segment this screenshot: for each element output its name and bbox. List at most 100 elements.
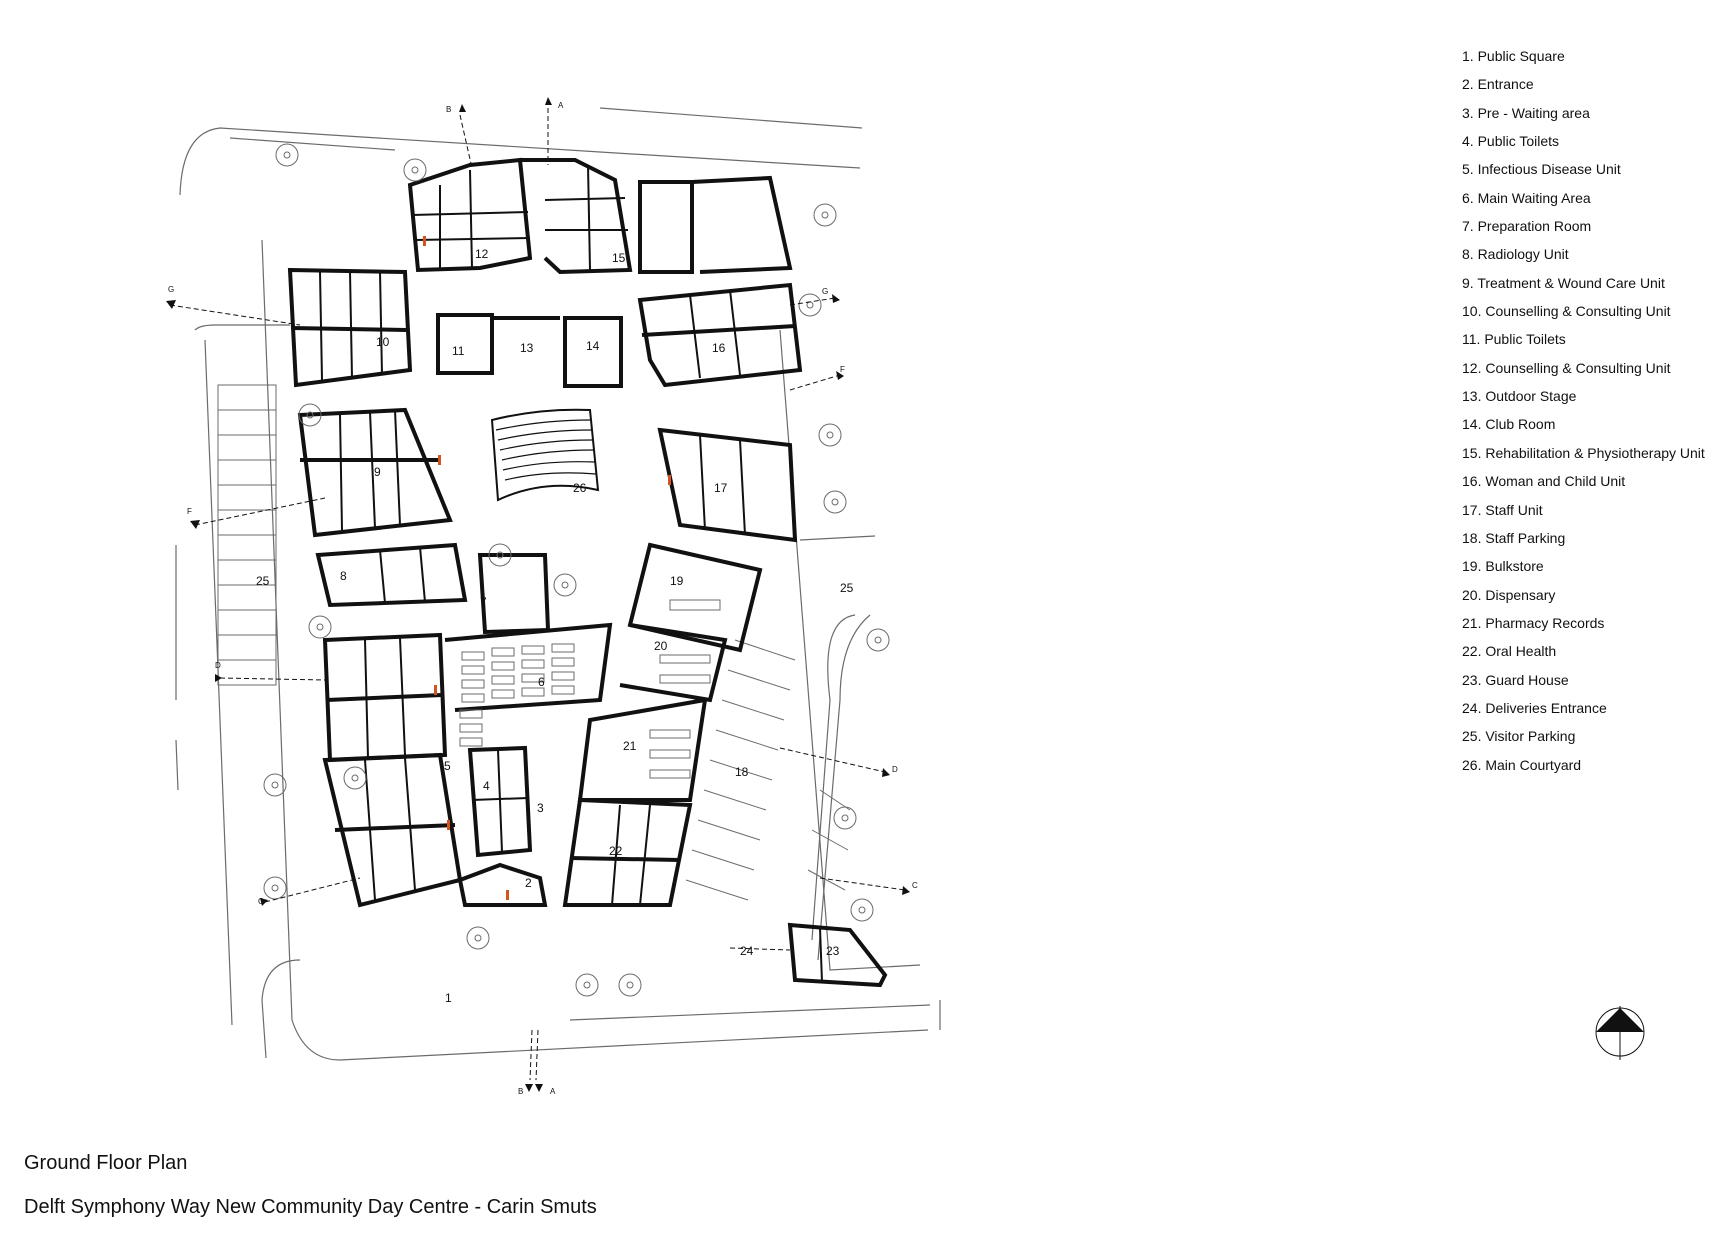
tree-symbol-icon bbox=[850, 898, 874, 922]
svg-text:10: 10 bbox=[376, 335, 390, 349]
tree-symbol-icon bbox=[818, 423, 842, 447]
section-arrows bbox=[166, 97, 910, 1092]
svg-text:D: D bbox=[215, 661, 221, 670]
waiting-seating bbox=[459, 599, 721, 779]
svg-text:B: B bbox=[518, 1087, 523, 1096]
svg-text:21: 21 bbox=[623, 739, 637, 753]
svg-text:14: 14 bbox=[586, 339, 600, 353]
tree-symbol-icon bbox=[866, 628, 890, 652]
tree-symbol-icon bbox=[833, 806, 857, 830]
north-arrow-icon bbox=[1595, 1006, 1645, 1060]
svg-text:23: 23 bbox=[826, 944, 840, 958]
legend-item: 9. Treatment & Wound Care Unit bbox=[1462, 274, 1665, 291]
svg-text:17: 17 bbox=[714, 481, 728, 495]
staff-parking-stalls bbox=[685, 639, 851, 901]
svg-text:8: 8 bbox=[340, 569, 347, 583]
svg-text:F: F bbox=[187, 507, 192, 516]
tree-symbol-icon bbox=[813, 203, 837, 227]
legend-item: 3. Pre - Waiting area bbox=[1462, 104, 1590, 121]
svg-text:11: 11 bbox=[452, 344, 465, 358]
section-lines bbox=[169, 108, 906, 1081]
legend-item: 18. Staff Parking bbox=[1462, 529, 1566, 546]
legend-item: 11. Public Toilets bbox=[1462, 331, 1566, 348]
legend-item: 21. Pharmacy Records bbox=[1462, 614, 1605, 631]
tree-symbol-icon bbox=[575, 973, 599, 997]
svg-text:7: 7 bbox=[480, 595, 487, 609]
svg-text:C: C bbox=[912, 881, 918, 890]
svg-text:F: F bbox=[840, 365, 845, 374]
section-markers: B A B A G G F F D D C C bbox=[168, 101, 918, 1096]
legend-item: 22. Oral Health bbox=[1462, 643, 1557, 660]
svg-text:22: 22 bbox=[609, 844, 623, 858]
svg-text:9: 9 bbox=[374, 465, 381, 479]
svg-text:16: 16 bbox=[712, 341, 726, 355]
svg-text:D: D bbox=[892, 765, 898, 774]
tree-symbol-icon bbox=[618, 973, 642, 997]
interior-partitions bbox=[319, 164, 823, 983]
legend-item: 14. Club Room bbox=[1462, 416, 1556, 433]
tree-symbol-icon bbox=[466, 926, 490, 950]
legend-item: 4. Public Toilets bbox=[1462, 133, 1560, 150]
legend-item: 5. Infectious Disease Unit bbox=[1462, 161, 1621, 178]
tree-symbol-icon bbox=[823, 490, 847, 514]
building-walls bbox=[287, 157, 888, 988]
legend-item: 24. Deliveries Entrance bbox=[1462, 699, 1607, 716]
legend-item: 15. Rehabilitation & Physiotherapy Unit bbox=[1462, 444, 1705, 461]
site-boundary bbox=[175, 107, 941, 1061]
svg-text:15: 15 bbox=[612, 251, 626, 265]
legend-item: 13. Outdoor Stage bbox=[1462, 388, 1577, 405]
svg-text:A: A bbox=[558, 101, 564, 110]
svg-text:G: G bbox=[168, 285, 174, 294]
legend-item: 7. Preparation Room bbox=[1462, 218, 1592, 235]
legend-item: 16. Woman and Child Unit bbox=[1462, 473, 1626, 490]
svg-text:18: 18 bbox=[735, 765, 749, 779]
tree-symbol-icon bbox=[488, 543, 512, 567]
svg-text:19: 19 bbox=[670, 574, 684, 588]
svg-text:G: G bbox=[822, 287, 828, 296]
svg-text:4: 4 bbox=[483, 779, 490, 793]
door-accents bbox=[423, 236, 671, 900]
svg-text:2: 2 bbox=[525, 876, 532, 890]
legend-item: 17. Staff Unit bbox=[1462, 501, 1543, 518]
svg-text:B: B bbox=[446, 105, 451, 114]
drawing-title: Ground Floor Plan bbox=[24, 1152, 188, 1174]
legend-item: 25. Visitor Parking bbox=[1462, 728, 1576, 745]
visitor-parking-stalls bbox=[217, 384, 277, 686]
svg-text:A: A bbox=[550, 1087, 556, 1096]
legend-item: 2. Entrance bbox=[1462, 76, 1534, 93]
svg-text:1: 1 bbox=[445, 991, 452, 1005]
svg-text:12: 12 bbox=[475, 247, 489, 261]
legend-item: 26. Main Courtyard bbox=[1462, 756, 1582, 773]
tree-symbol-icon bbox=[403, 158, 427, 182]
legend-item: 6. Main Waiting Area bbox=[1462, 189, 1591, 206]
amphitheatre-seating bbox=[490, 408, 600, 502]
legend-item: 19. Bulkstore bbox=[1462, 558, 1544, 575]
svg-text:20: 20 bbox=[654, 639, 668, 653]
tree-symbol-icon bbox=[343, 766, 367, 790]
tree-symbol-icon bbox=[308, 615, 332, 639]
trees bbox=[263, 143, 890, 997]
tree-symbol-icon bbox=[263, 876, 287, 900]
svg-text:5: 5 bbox=[444, 759, 451, 773]
svg-text:C: C bbox=[258, 897, 264, 906]
legend-item: 23. Guard House bbox=[1462, 671, 1569, 688]
legend-item: 20. Dispensary bbox=[1462, 586, 1556, 603]
legend-item: 10. Counselling & Consulting Unit bbox=[1462, 303, 1671, 320]
tree-symbol-icon bbox=[553, 573, 577, 597]
tree-symbol-icon bbox=[275, 143, 299, 167]
tree-symbol-icon bbox=[798, 293, 822, 317]
tree-symbol-icon bbox=[298, 403, 322, 427]
svg-text:26: 26 bbox=[573, 481, 587, 495]
tree-symbol-icon bbox=[263, 773, 287, 797]
legend-item: 1. Public Square bbox=[1462, 48, 1565, 64]
svg-text:25: 25 bbox=[256, 574, 270, 588]
legend: 1. Public Square 2. Entrance 3. Pre - Wa… bbox=[1462, 42, 1712, 779]
project-caption: Delft Symphony Way New Community Day Cen… bbox=[24, 1196, 597, 1218]
svg-text:3: 3 bbox=[537, 801, 544, 815]
svg-text:6: 6 bbox=[538, 675, 545, 689]
svg-text:13: 13 bbox=[520, 341, 534, 355]
svg-text:25: 25 bbox=[840, 581, 854, 595]
legend-item: 12. Counselling & Consulting Unit bbox=[1462, 359, 1671, 376]
room-labels: 1 2 3 4 5 6 7 8 9 10 11 12 13 14 15 16 1… bbox=[256, 247, 854, 1005]
legend-item: 8. Radiology Unit bbox=[1462, 246, 1569, 263]
